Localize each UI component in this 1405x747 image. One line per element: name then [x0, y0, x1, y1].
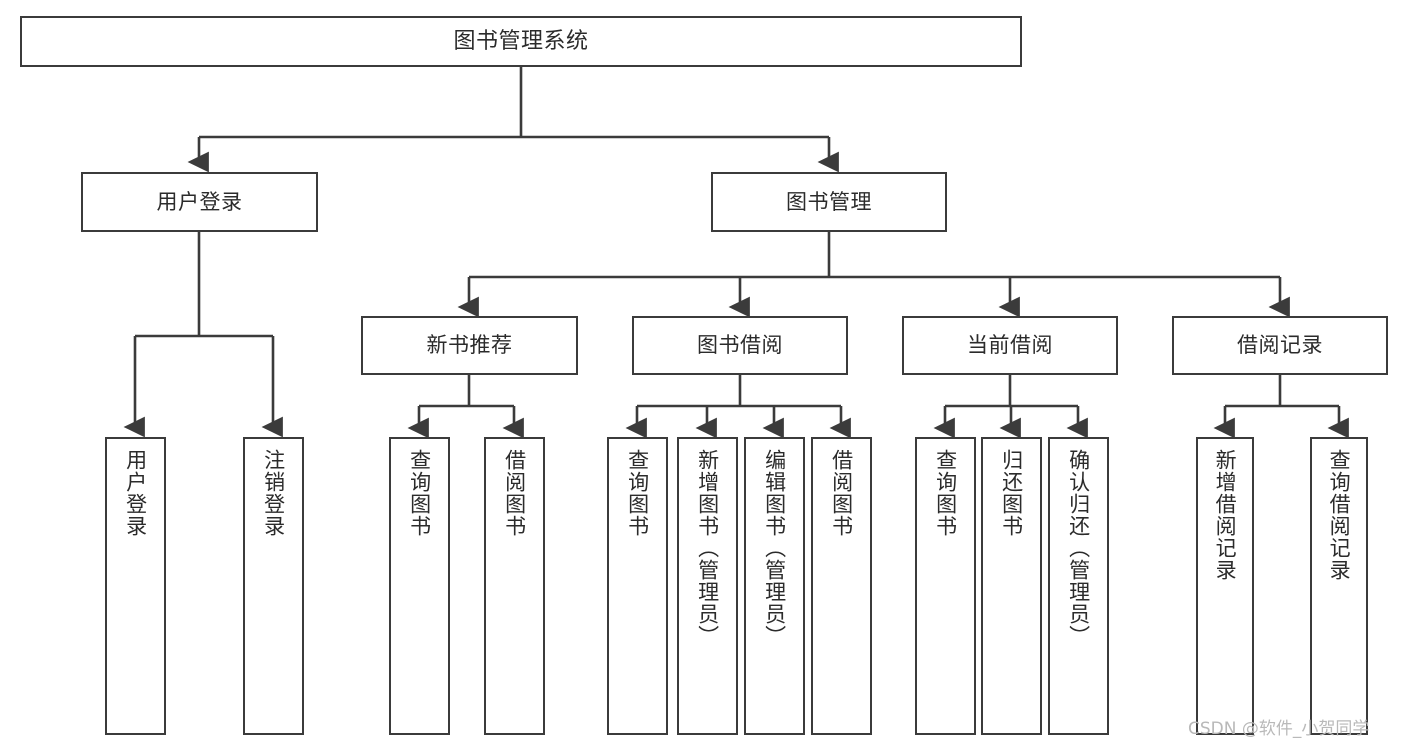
node-current-borrow[interactable]: 当前借阅 — [902, 316, 1118, 375]
node-new-book-rec[interactable]: 新书推荐 — [361, 316, 578, 375]
leaf-add-book-label: 新增图书（管理员） — [695, 449, 720, 647]
leaf-edit-book-label: 编辑图书（管理员） — [762, 449, 787, 647]
leaf-add-record[interactable]: 新增借阅记录 — [1196, 437, 1254, 735]
node-book-borrow-label: 图书借阅 — [697, 333, 783, 358]
node-book-manage[interactable]: 图书管理 — [711, 172, 947, 232]
leaf-query-record-label: 查询借阅记录 — [1327, 449, 1352, 581]
node-borrow-record-label: 借阅记录 — [1237, 333, 1323, 358]
leaf-borrow-book-rec[interactable]: 借阅图书 — [484, 437, 545, 735]
leaf-edit-book[interactable]: 编辑图书（管理员） — [744, 437, 805, 735]
node-root-system-label: 图书管理系统 — [453, 28, 589, 54]
leaf-add-book[interactable]: 新增图书（管理员） — [677, 437, 738, 735]
node-user-login-label: 用户登录 — [156, 189, 243, 214]
leaf-confirm-return-label: 确认归还（管理员） — [1066, 449, 1091, 647]
leaf-logout[interactable]: 注销登录 — [243, 437, 304, 735]
node-book-manage-label: 图书管理 — [786, 189, 872, 214]
leaf-user-login-label: 用户登录 — [123, 449, 148, 537]
leaf-return-book[interactable]: 归还图书 — [981, 437, 1042, 735]
leaf-borrow-book[interactable]: 借阅图书 — [811, 437, 872, 735]
leaf-add-record-label: 新增借阅记录 — [1213, 449, 1238, 581]
leaf-query-book-borrow-label: 查询图书 — [625, 449, 650, 537]
node-book-borrow[interactable]: 图书借阅 — [632, 316, 848, 375]
node-user-login[interactable]: 用户登录 — [81, 172, 318, 232]
leaf-query-record[interactable]: 查询借阅记录 — [1310, 437, 1368, 735]
leaf-confirm-return[interactable]: 确认归还（管理员） — [1048, 437, 1109, 735]
leaf-query-book-current-label: 查询图书 — [933, 449, 958, 537]
leaf-query-book-current[interactable]: 查询图书 — [915, 437, 976, 735]
leaf-logout-label: 注销登录 — [261, 449, 286, 537]
node-new-book-rec-label: 新书推荐 — [426, 333, 513, 358]
leaf-borrow-book-label: 借阅图书 — [829, 449, 854, 537]
leaf-user-login[interactable]: 用户登录 — [105, 437, 166, 735]
leaf-query-book-rec[interactable]: 查询图书 — [389, 437, 450, 735]
leaf-borrow-book-rec-label: 借阅图书 — [502, 449, 527, 537]
leaf-query-book-borrow[interactable]: 查询图书 — [607, 437, 668, 735]
leaf-query-book-rec-label: 查询图书 — [407, 449, 432, 537]
node-borrow-record[interactable]: 借阅记录 — [1172, 316, 1388, 375]
node-root-system[interactable]: 图书管理系统 — [20, 16, 1022, 67]
leaf-return-book-label: 归还图书 — [999, 449, 1024, 537]
node-current-borrow-label: 当前借阅 — [967, 333, 1053, 358]
csdn-watermark: CSDN @软件_小贺同学 — [1188, 719, 1370, 739]
